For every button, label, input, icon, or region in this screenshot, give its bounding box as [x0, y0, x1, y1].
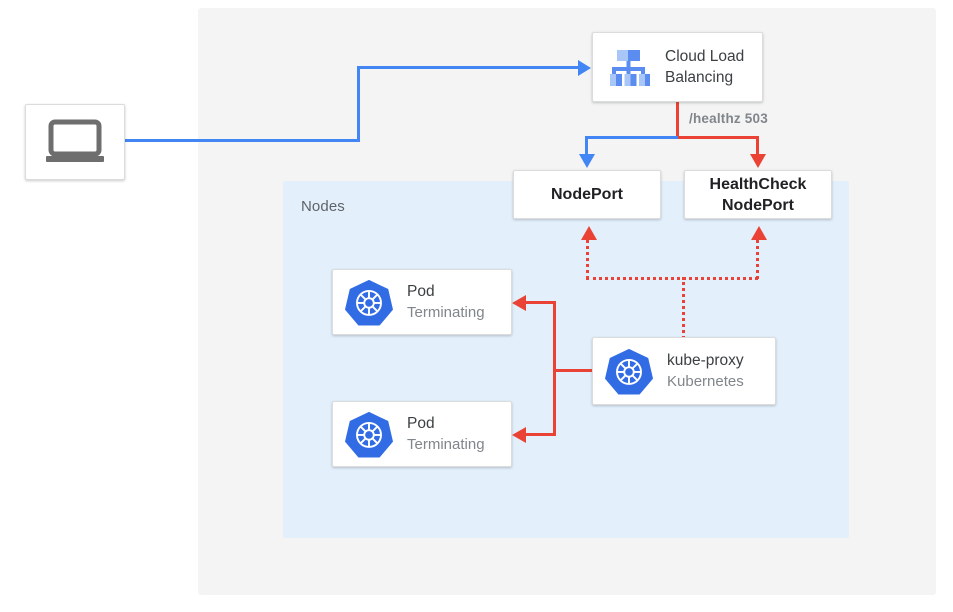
connector-dotted-to-nodeport-arrowhead [580, 226, 597, 240]
kubernetes-icon [605, 347, 653, 395]
connector-healthz-to-hc-nodeport-vertical [756, 136, 759, 156]
connector-kubeproxy-to-pods-bus [553, 301, 556, 436]
healthcheck-nodeport-label-line2: NodePort [721, 196, 794, 214]
connector-dotted-to-nodeport-vertical [586, 240, 589, 279]
pod-status: Terminating [407, 303, 485, 321]
cloud-load-balancing-title-line1: Cloud Load [665, 48, 745, 65]
healthz-annotation: /healthz 503 [689, 111, 768, 126]
healthcheck-nodeport-label-line1: HealthCheck [709, 175, 807, 193]
pod-text: Pod Terminating [407, 281, 485, 324]
client-node[interactable] [25, 104, 125, 180]
connector-kubeproxy-healthcheck-dotted-horizontal [586, 277, 758, 280]
connector-kubeproxy-to-pods-stem [553, 369, 594, 372]
connector-client-to-lb-arrowhead [578, 59, 591, 76]
pod-title: Pod [407, 414, 435, 432]
pod-node[interactable]: Pod Terminating [332, 269, 512, 335]
kubernetes-icon [345, 278, 393, 326]
nodeport-node[interactable]: NodePort [513, 170, 661, 219]
kube-proxy-text: kube-proxy Kubernetes [667, 350, 744, 393]
connector-lb-to-nodeport-horizontal [585, 136, 678, 139]
kube-proxy-node[interactable]: kube-proxy Kubernetes [592, 337, 776, 405]
connector-lb-healthz-vertical [676, 101, 679, 139]
connector-kubeproxy-to-pod2-arrowhead [512, 426, 526, 443]
healthcheck-nodeport-text: HealthCheck NodePort [710, 174, 807, 216]
connector-lb-to-nodeport-vertical [585, 136, 588, 156]
kube-proxy-subtitle: Kubernetes [667, 372, 744, 390]
connector-lb-to-nodeport-arrowhead [578, 154, 595, 168]
cloud-load-balancing-text: Cloud Load Balancing [665, 46, 744, 88]
connector-client-to-lb-segment-horizontal-lower [124, 139, 360, 142]
connector-client-to-lb-segment-horizontal-upper [357, 66, 579, 69]
nodeport-label: NodePort [551, 186, 623, 203]
connector-kubeproxy-to-pod2-horizontal [526, 433, 556, 436]
connector-kubeproxy-to-pod1-horizontal [526, 301, 556, 304]
nodes-region-label: Nodes [301, 198, 345, 215]
laptop-icon [44, 119, 106, 165]
connector-healthz-to-hc-nodeport-arrowhead [749, 154, 766, 168]
pod-title: Pod [407, 282, 435, 300]
connector-dotted-to-hc-nodeport-vertical [756, 240, 759, 279]
healthcheck-nodeport-node[interactable]: HealthCheck NodePort [684, 170, 832, 219]
connector-client-to-lb-segment-vertical [357, 66, 360, 142]
cloud-load-balancing-title-line2: Balancing [665, 69, 734, 86]
pod-text: Pod Terminating [407, 413, 485, 456]
connector-lb-healthz-horizontal [676, 136, 759, 139]
connector-dotted-to-hc-nodeport-arrowhead [750, 226, 767, 240]
connector-kubeproxy-healthcheck-dotted-vertical [682, 277, 685, 339]
pod-status: Terminating [407, 435, 485, 453]
cloud-load-balancing-node[interactable]: Cloud Load Balancing [592, 32, 763, 102]
connector-kubeproxy-to-pod1-arrowhead [512, 294, 526, 311]
pod-node[interactable]: Pod Terminating [332, 401, 512, 467]
kubernetes-icon [345, 410, 393, 458]
kube-proxy-title: kube-proxy [667, 351, 744, 369]
cloud-load-balancing-icon [603, 42, 653, 92]
